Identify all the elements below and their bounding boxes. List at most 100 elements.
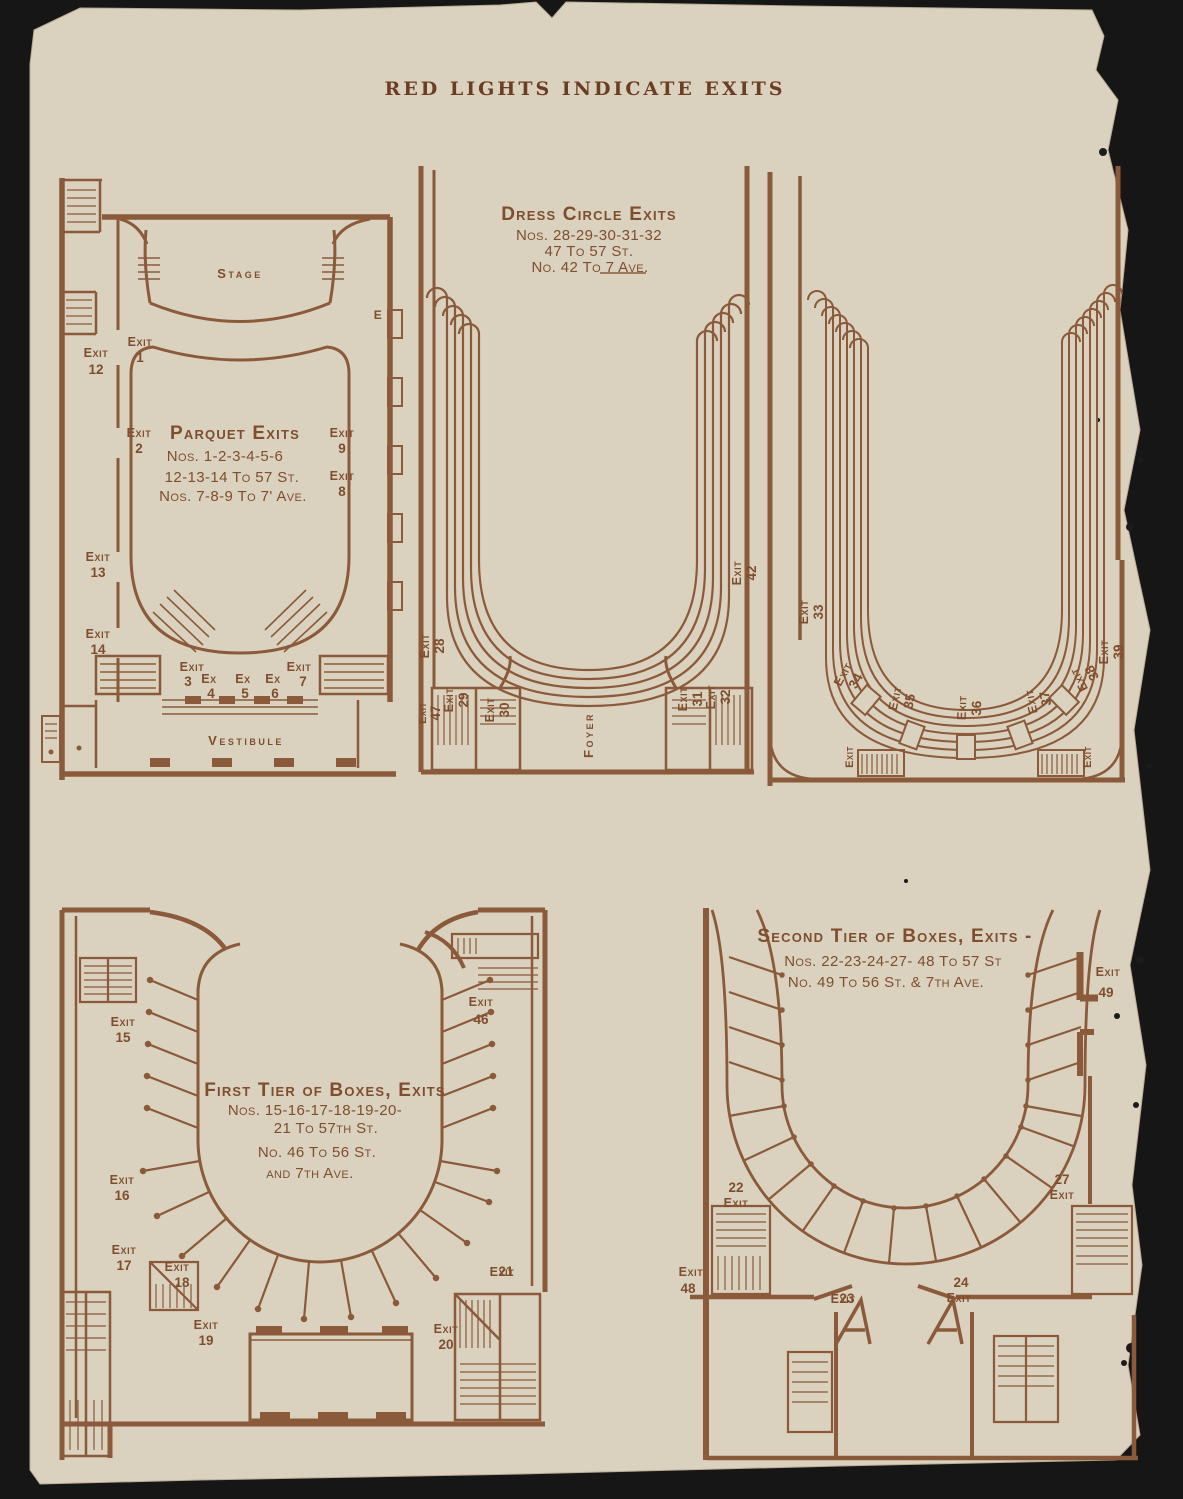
parquet-outer-walls bbox=[59, 178, 396, 780]
stair-comb-left-hatch bbox=[861, 754, 898, 774]
box-partition-posts bbox=[779, 972, 1031, 1211]
lower-left-block-hatch bbox=[792, 1361, 828, 1403]
seating-row bbox=[457, 322, 719, 672]
svg-text:Exit: Exit bbox=[84, 346, 109, 360]
svg-text:2: 2 bbox=[135, 441, 143, 456]
exit-6-label: Ex 6 bbox=[265, 672, 280, 701]
svg-text:Exit: Exit bbox=[797, 600, 811, 625]
exit-1-label: Exit 1 bbox=[128, 335, 152, 365]
foyer-label: Foyer bbox=[581, 712, 596, 758]
stage-door-letter: E bbox=[374, 308, 383, 322]
exit-19-label: Exit 19 bbox=[194, 1318, 219, 1348]
stage-side-steps bbox=[138, 257, 344, 280]
svg-text:Exit: Exit bbox=[418, 634, 432, 659]
exit-32-label: Exit 32 bbox=[704, 685, 733, 710]
svg-text:49: 49 bbox=[1098, 985, 1113, 1000]
side-stair-hatch bbox=[100, 663, 384, 689]
exit-46-label: Exit 46 bbox=[469, 995, 494, 1027]
exit-23-label: Exit 23 bbox=[831, 1291, 856, 1306]
right-stair-hatch bbox=[459, 1300, 536, 1405]
svg-text:Exit: Exit bbox=[1097, 640, 1111, 665]
first-tier-note-line: and 7th Ave. bbox=[266, 1165, 353, 1182]
svg-text:36: 36 bbox=[969, 700, 985, 716]
page-title: RED LIGHTS INDICATE EXITS bbox=[385, 78, 786, 100]
exit-33-label: Exit 33 bbox=[797, 600, 826, 625]
parquet-plan: Stage E Parquet Exits Nos. 1-2-3-4-5-6 1… bbox=[41, 178, 403, 780]
central-lobby-room bbox=[248, 1332, 414, 1422]
paper-sheet bbox=[29, 1, 1151, 1485]
svg-text:Exit: Exit bbox=[1022, 688, 1041, 715]
svg-text:1: 1 bbox=[136, 350, 144, 365]
box-partitions bbox=[728, 955, 1082, 1264]
exit-28-label: Exit 28 bbox=[418, 634, 447, 659]
dress-circle-note-line: 47 To 57 St. bbox=[544, 243, 633, 260]
svg-text:Exit: Exit bbox=[469, 995, 494, 1009]
stair-block-right-hatch bbox=[672, 695, 747, 745]
box-outer-rail bbox=[710, 909, 1102, 1266]
dress-circle-walls bbox=[418, 166, 754, 775]
left-stair-column bbox=[60, 1290, 112, 1458]
svg-text:48: 48 bbox=[680, 1281, 696, 1296]
svg-text:29: 29 bbox=[456, 692, 471, 707]
svg-text:Exit: Exit bbox=[831, 1292, 856, 1306]
svg-text:Exit: Exit bbox=[127, 426, 152, 440]
box-tier-rail bbox=[196, 988, 444, 1264]
svg-text:28: 28 bbox=[432, 638, 447, 654]
svg-text:33: 33 bbox=[811, 604, 826, 620]
right-stair-block-hatch bbox=[1076, 1213, 1128, 1265]
dress-circle-note-line: No. 42 To 7 Ave. bbox=[531, 259, 648, 276]
first-tier-inner-walls bbox=[74, 916, 534, 1418]
top-right-hatch bbox=[457, 938, 538, 990]
exit49-bracket-lower bbox=[1077, 1029, 1094, 1076]
second-tier-bottom-walls bbox=[690, 1294, 1138, 1461]
entry-door-hatch bbox=[45, 723, 57, 739]
exit49-bracket bbox=[1076, 952, 1098, 1002]
stair-comb-right bbox=[1037, 749, 1085, 777]
svg-text:Exit: Exit bbox=[165, 1260, 190, 1274]
box-partition-posts bbox=[139, 976, 501, 1323]
top-wing-walls bbox=[149, 909, 479, 952]
seating-row bbox=[849, 332, 1081, 712]
svg-text:8: 8 bbox=[338, 484, 346, 499]
svg-text:Exit: Exit bbox=[86, 550, 111, 564]
entry-door-unit bbox=[41, 715, 61, 763]
right-stair-block bbox=[1070, 1204, 1134, 1296]
svg-text:Exit: Exit bbox=[724, 1196, 749, 1210]
exit-20-label: Exit 20 bbox=[434, 1322, 459, 1352]
svg-text:Exit: Exit bbox=[1050, 1188, 1075, 1202]
svg-text:22: 22 bbox=[728, 1180, 743, 1195]
stair-block-right bbox=[664, 686, 754, 772]
corner-exit-label: Exit bbox=[1082, 746, 1094, 768]
exit-13-label: Exit 13 bbox=[86, 550, 111, 580]
exit-9-label: Exit 9 bbox=[330, 426, 354, 456]
second-tier-note-line: Nos. 22-23-24-27- 48 To 57 St bbox=[784, 953, 1002, 970]
seating-row bbox=[441, 304, 735, 690]
exit46-wing bbox=[424, 930, 466, 969]
svg-text:Exit: Exit bbox=[679, 1265, 704, 1279]
svg-text:42: 42 bbox=[744, 565, 759, 580]
svg-text:6: 6 bbox=[271, 686, 279, 701]
svg-text:Exit: Exit bbox=[676, 687, 690, 712]
parquet-title: Parquet Exits bbox=[170, 423, 300, 444]
svg-text:Exit: Exit bbox=[483, 698, 497, 723]
dress-circle-plan: Dress Circle Exits Nos. 28-29-30-31-32 4… bbox=[417, 166, 759, 775]
svg-text:Exit: Exit bbox=[110, 1173, 135, 1187]
svg-text:5: 5 bbox=[241, 686, 249, 701]
svg-text:Exit: Exit bbox=[434, 1322, 459, 1336]
parquet-floor-outline bbox=[129, 345, 351, 655]
svg-text:18: 18 bbox=[174, 1275, 190, 1290]
exit-8-label: Exit 8 bbox=[330, 469, 354, 499]
first-tier-plan: First Tier of Boxes, Exits Nos. 15-16-17… bbox=[59, 907, 548, 1460]
svg-text:Exit: Exit bbox=[287, 660, 312, 674]
exit-door-box bbox=[849, 683, 883, 717]
svg-text:16: 16 bbox=[114, 1188, 130, 1203]
svg-text:35: 35 bbox=[900, 692, 918, 710]
left-wedge-stairs bbox=[148, 1260, 200, 1312]
exit-door-box bbox=[1047, 683, 1081, 717]
svg-text:39: 39 bbox=[1111, 644, 1126, 659]
stair-comb-left bbox=[857, 749, 905, 777]
svg-text:Exit: Exit bbox=[194, 1318, 219, 1332]
svg-text:7: 7 bbox=[299, 674, 307, 689]
svg-text:30: 30 bbox=[497, 702, 512, 717]
